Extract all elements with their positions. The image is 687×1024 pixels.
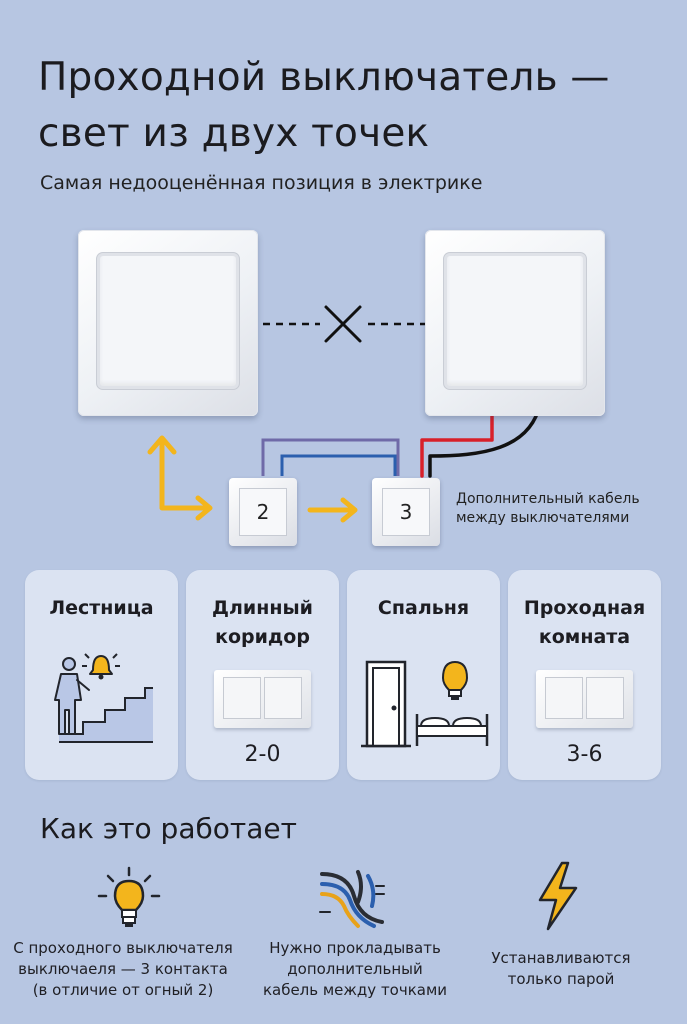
purple-wire <box>261 438 400 476</box>
page-title: Проходной выключатель — свет из двух точ… <box>38 50 678 162</box>
lightbulb-icon <box>97 866 161 927</box>
yellow-arrow-middle <box>307 497 358 523</box>
switch-right <box>425 230 605 416</box>
feature-text-pair: Устанавливаются только парой <box>491 949 631 988</box>
card-walkthrough-room: Проходная комната 3-6 <box>508 570 661 780</box>
how-heading: Как это работает <box>40 812 297 845</box>
card-title: Длинный коридор <box>212 597 313 648</box>
card-bedroom: Спальня <box>347 570 500 780</box>
yellow-arrow-up-right <box>147 435 213 521</box>
page-subtitle: Самая недооценённая позиция в электрике <box>40 172 483 194</box>
cables-icon <box>319 870 385 928</box>
junction-box-3-label: 3 <box>383 489 429 535</box>
wiring-diagram <box>147 305 551 523</box>
cable-note: Дополнительный кабель между выключателям… <box>456 491 640 526</box>
cross-icon <box>324 305 362 343</box>
card-title: Проходная комната <box>523 597 646 648</box>
card-number: 3-6 <box>566 742 603 767</box>
double-switch-icon <box>214 670 311 728</box>
junction-box-2-label: 2 <box>240 489 286 535</box>
junction-box-3: 3 <box>372 478 440 546</box>
staircase-person-bell-icon <box>54 653 153 743</box>
card-number: 2-0 <box>244 742 281 767</box>
title-line-1: Проходной выключатель — <box>38 55 610 100</box>
door-bed-bulb-icon <box>361 660 489 748</box>
switch-left-rocker <box>100 256 236 386</box>
junction-box-2: 2 <box>229 478 297 546</box>
switch-right-rocker <box>447 256 583 386</box>
card-title: Лестница <box>49 597 154 619</box>
card-title: Спальня <box>377 597 470 619</box>
card-staircase: Лестница <box>25 570 178 780</box>
feature-text-cable: Нужно прокладывать дополнительный кабель… <box>262 939 448 999</box>
double-switch-icon <box>536 670 633 728</box>
blue-wire <box>280 454 397 476</box>
card-corridor: Длинный коридор 2-0 <box>186 570 339 780</box>
feature-text-contacts: С проходного выключателя выключаеля — 3 … <box>13 939 233 999</box>
lightning-icon <box>538 861 578 931</box>
title-line-2: свет из двух точек <box>38 111 430 156</box>
switch-left <box>78 230 258 416</box>
